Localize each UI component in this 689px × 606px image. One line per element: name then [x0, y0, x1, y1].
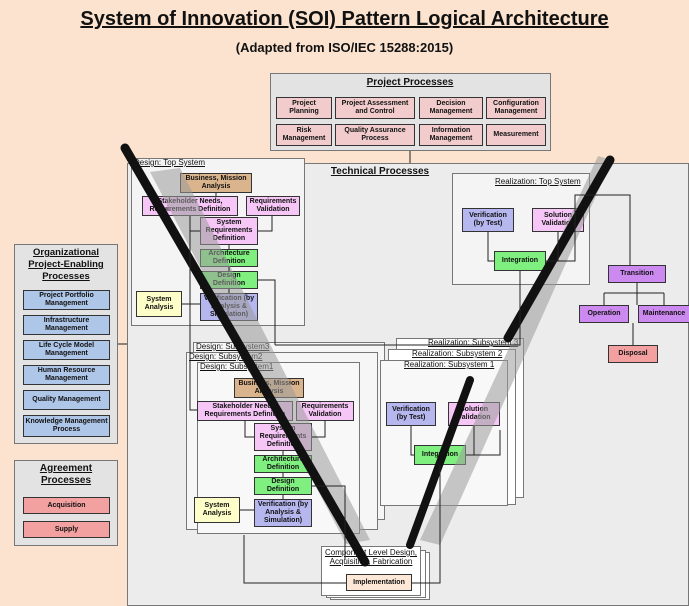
- design-definition-sub: Design Definition: [254, 477, 312, 495]
- decision-management-box: Decision Management: [419, 97, 483, 119]
- architecture-definition-sub: Architecture Definition: [254, 455, 312, 473]
- configuration-management-box: Configuration Management: [486, 97, 546, 119]
- design-top-label: Design: Top System: [134, 158, 205, 167]
- system-requirements-top: System Requirements Definition: [200, 217, 258, 245]
- technical-processes-header: Technical Processes: [330, 166, 430, 177]
- project-assessment-box: Project Assessment and Control: [335, 97, 415, 119]
- agreement-processes-header: Agreement Processes: [39, 463, 93, 486]
- implementation-box: Implementation: [346, 574, 412, 591]
- supply-box: Supply: [23, 521, 110, 538]
- acquisition-box: Acquisition: [23, 497, 110, 514]
- infrastructure-management-box: Infrastructure Management: [23, 315, 110, 335]
- page-title: System of Innovation (SOI) Pattern Logic…: [80, 8, 609, 30]
- business-mission-sub: Business, Mission Analysis: [234, 378, 304, 398]
- stakeholder-needs-top: Stakeholder Needs, Requirements Definiti…: [142, 196, 238, 216]
- realization-sub1-label: Realization: Subsystem 1: [404, 360, 495, 369]
- risk-management-box: Risk Management: [276, 124, 332, 146]
- component-label: Component Level Design, Acquisition, Fab…: [324, 548, 418, 566]
- design-definition-top: Design Definition: [200, 271, 258, 289]
- verification-test-sub: Verification (by Test): [386, 402, 436, 426]
- verification-analysis-top: Verification (by Analysis & Simulation): [200, 293, 258, 321]
- measurement-box: Measurement: [486, 124, 546, 146]
- verification-test-top: Verification (by Test): [462, 208, 514, 232]
- quality-management-box: Quality Management: [23, 390, 110, 410]
- project-processes-header: Project Processes: [366, 77, 454, 88]
- system-analysis-top: System Analysis: [136, 291, 182, 317]
- realization-sub3-label: Realization: Subsystem 3: [428, 338, 519, 347]
- design-sub2-label: Design: Subsystem2: [189, 352, 263, 361]
- transition-box: Transition: [608, 265, 666, 283]
- architecture-definition-top: Architecture Definition: [200, 249, 258, 267]
- project-planning-box: Project Planning: [276, 97, 332, 119]
- design-sub1-label: Design: Subsystem1: [200, 362, 274, 371]
- quality-assurance-box: Quality Assurance Process: [335, 124, 415, 146]
- design-sub3-label: Design: Subsystem3: [196, 342, 270, 351]
- maintenance-box: Maintenance: [638, 305, 689, 323]
- system-analysis-sub: System Analysis: [194, 497, 240, 523]
- realization-sub1-panel: [380, 360, 508, 506]
- integration-top: Integration: [494, 251, 546, 271]
- solution-validation-top: Solution Validation: [532, 208, 584, 232]
- knowledge-management-box: Knowledge Management Process: [23, 415, 110, 437]
- project-portfolio-box: Project Portfolio Management: [23, 290, 110, 310]
- operation-box: Operation: [579, 305, 629, 323]
- page-subtitle: (Adapted from ISO/IEC 15288:2015): [235, 40, 454, 55]
- integration-sub: Integration: [414, 445, 466, 465]
- verification-analysis-sub: Verification (by Analysis & Simulation): [254, 499, 312, 527]
- information-management-box: Information Management: [419, 124, 483, 146]
- requirements-validation-sub: Requirements Validation: [296, 401, 354, 421]
- disposal-box: Disposal: [608, 345, 658, 363]
- business-mission-top: Business, Mission Analysis: [180, 173, 252, 193]
- realization-sub2-label: Realization: Subsystem 2: [412, 349, 503, 358]
- organizational-processes-header: Organizational Project-Enabling Processe…: [28, 247, 104, 282]
- solution-validation-sub: Solution Validation: [448, 402, 500, 426]
- stakeholder-needs-sub: Stakeholder Needs, Requirements Definiti…: [197, 401, 293, 421]
- life-cycle-model-box: Life Cycle Model Management: [23, 340, 110, 360]
- requirements-validation-top: Requirements Validation: [246, 196, 300, 216]
- realization-top-label: Realization: Top System: [495, 177, 581, 186]
- human-resource-box: Human Resource Management: [23, 365, 110, 385]
- system-requirements-sub: System Requirements Definition: [254, 423, 312, 451]
